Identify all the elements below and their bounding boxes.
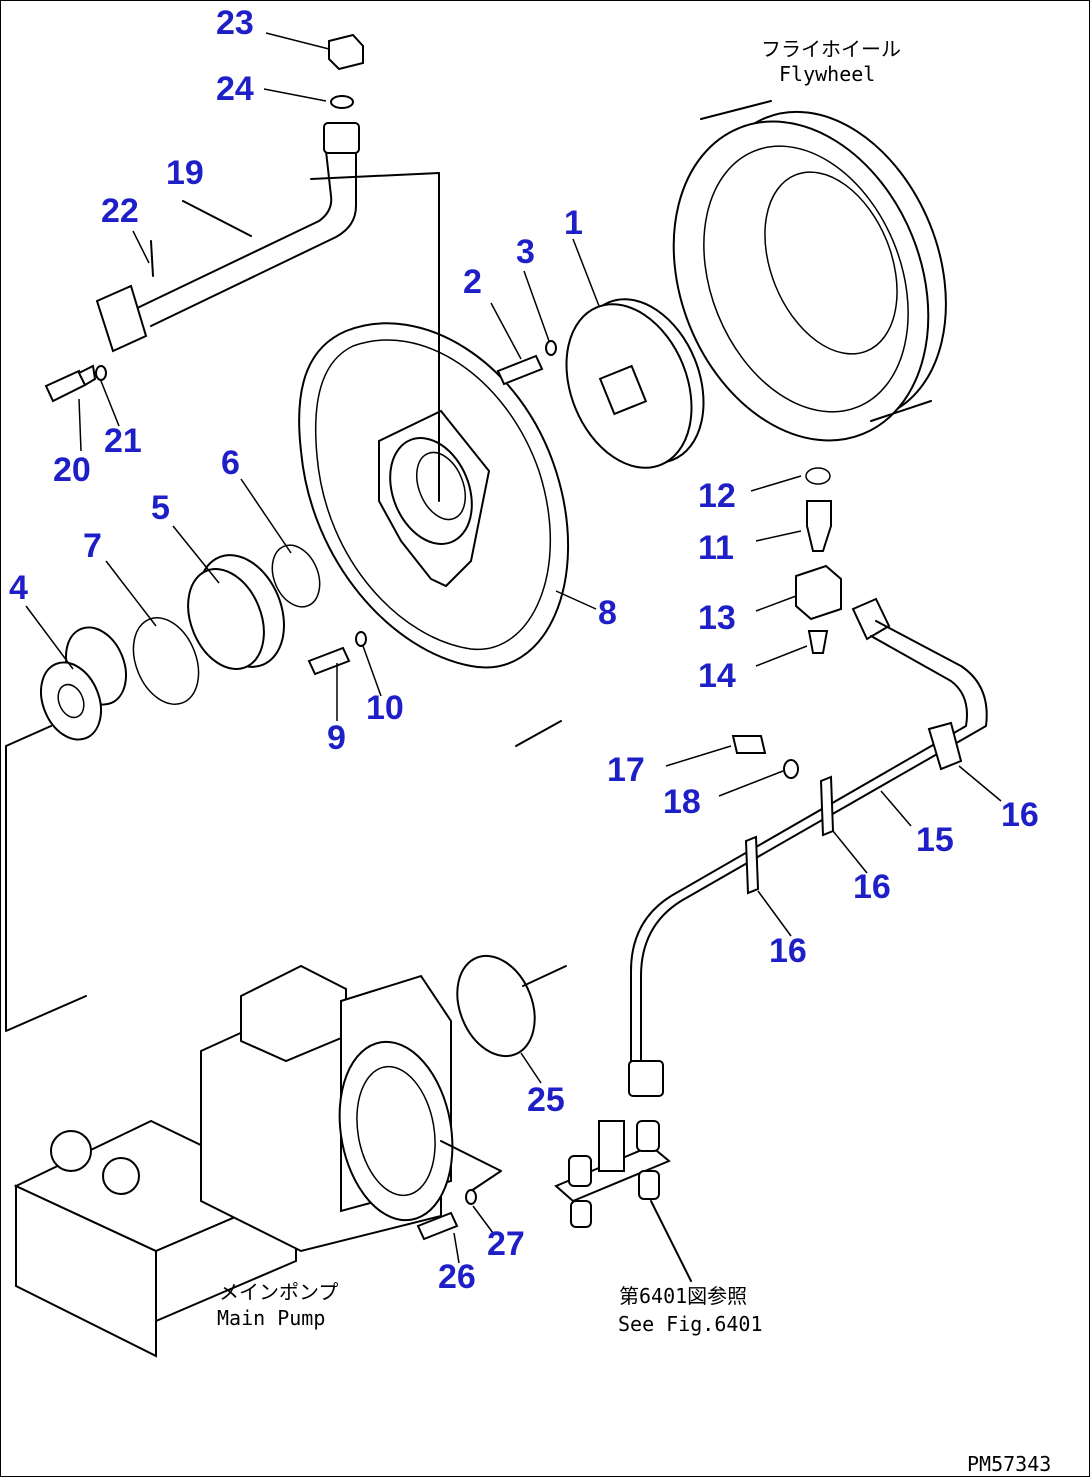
callout-5: 5	[151, 489, 170, 527]
callout-14: 14	[698, 657, 736, 695]
callout-7: 7	[83, 527, 102, 565]
callout-15: 15	[916, 821, 954, 859]
callout-24: 24	[216, 70, 254, 108]
callout-20: 20	[53, 451, 91, 489]
callout-16-a: 16	[1001, 796, 1039, 834]
callout-23: 23	[216, 4, 254, 42]
main-pump-caption-en: Main Pump	[217, 1306, 325, 1330]
callout-1: 1	[564, 204, 583, 242]
callout-18: 18	[663, 783, 701, 821]
leader-lines	[25, 32, 1002, 1264]
callout-19: 19	[166, 154, 204, 192]
coupling-group-drawing	[5, 544, 321, 1032]
flywheel-caption-en: Flywheel	[779, 62, 875, 86]
callout-16-b: 16	[853, 868, 891, 906]
callout-26: 26	[438, 1258, 476, 1296]
callout-27: 27	[487, 1225, 525, 1263]
callout-25: 25	[527, 1081, 565, 1119]
callout-8: 8	[598, 594, 617, 632]
callout-16-c: 16	[769, 932, 807, 970]
pipe-19-drawing	[95, 33, 440, 353]
bolt-26-washer-27-drawing	[416, 1189, 477, 1241]
bolt-2-washer-3-drawing	[496, 340, 557, 386]
captions: フライホイール Flywheel メインポンプ Main Pump 第6401図…	[217, 37, 1051, 1476]
callout-6: 6	[221, 444, 240, 482]
main-pump-caption-jp: メインポンプ	[219, 1280, 338, 1304]
callout-3: 3	[516, 233, 535, 271]
coupling-plate-drawing	[565, 298, 705, 469]
callout-9: 9	[327, 719, 346, 757]
bracket-drawing	[554, 1120, 692, 1282]
callout-12: 12	[698, 477, 736, 515]
hose-15-drawing	[628, 597, 988, 1097]
fittings-11-14-drawing	[795, 467, 842, 654]
o-ring-25-drawing	[456, 954, 536, 1058]
callout-22: 22	[101, 192, 139, 230]
callout-13: 13	[698, 599, 736, 637]
callout-21: 21	[104, 422, 142, 460]
see-fig-caption-jp: 第6401図参照	[619, 1284, 747, 1308]
bolt-9-washer-10-drawing	[307, 631, 562, 747]
flywheel-drawing	[672, 100, 947, 442]
callout-2: 2	[463, 263, 482, 301]
drawing-code: PM57343	[967, 1452, 1051, 1476]
callout-4: 4	[9, 569, 28, 607]
main-pump-drawing	[13, 964, 502, 1358]
bolt-20-washer-21-drawing	[44, 364, 107, 403]
see-fig-caption-en: See Fig.6401	[618, 1312, 763, 1336]
callout-numbers: 1 2 3 4 5 6 7 8 9 10 11 12 13 14 15 16 1…	[9, 4, 1039, 1296]
callout-17: 17	[607, 751, 645, 789]
housing-plate-drawing	[298, 172, 570, 669]
o-ring-leader	[522, 965, 567, 987]
callout-10: 10	[366, 689, 404, 727]
callout-11: 11	[698, 529, 734, 567]
flywheel-caption-jp: フライホイール	[761, 37, 901, 61]
